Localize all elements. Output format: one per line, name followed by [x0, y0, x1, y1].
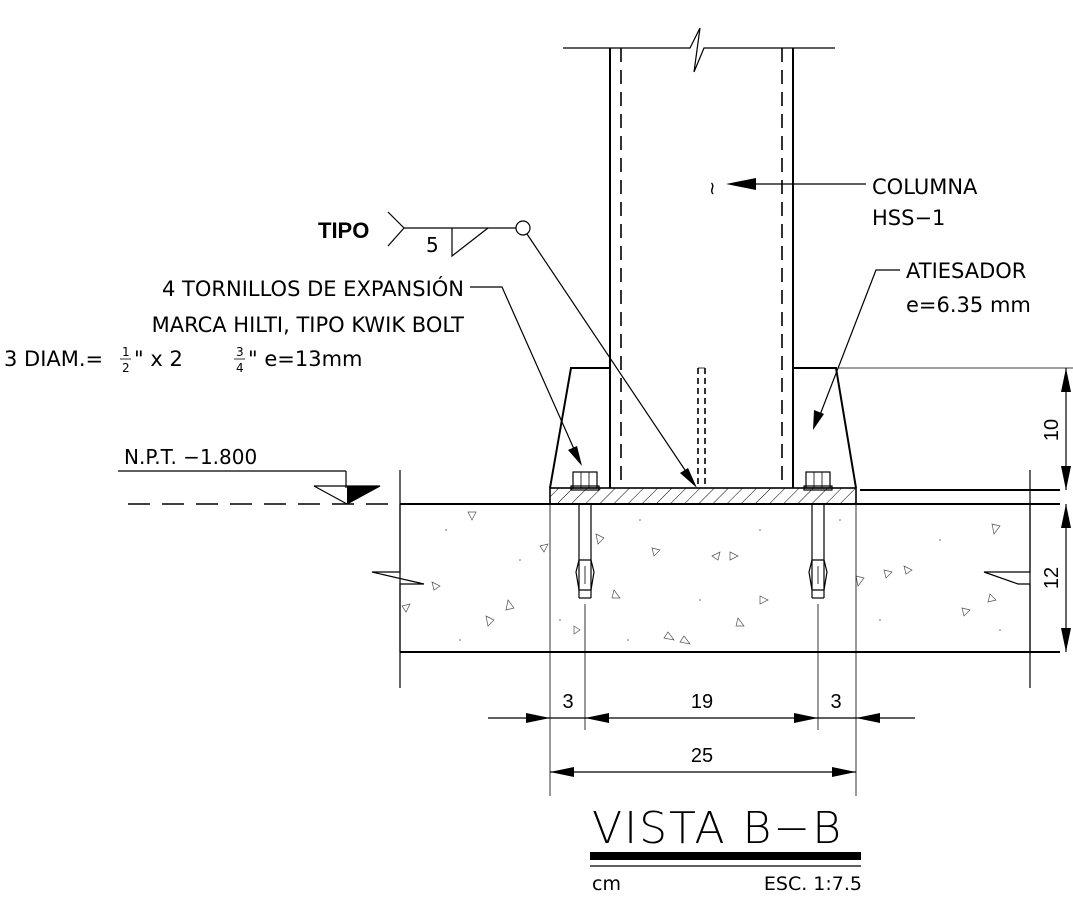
anchor-bolt-right [803, 471, 833, 599]
bolt-note-line2: MARCA HILTI, TIPO KWIK BOLT [152, 313, 465, 337]
level-label: N.P.T. −1.800 [124, 445, 257, 469]
bolt-fraction-den: 4 [236, 361, 244, 375]
column-callout: COLUMNA HSS−1 [726, 175, 978, 230]
title-block: VISTA B−B cm ESC. 1:7.5 [590, 803, 862, 895]
dim-label-plate-width: 25 [691, 745, 713, 767]
stiffener-callout: ATIESADOR e=6.35 mm [813, 259, 1031, 430]
column-label: COLUMNA [872, 175, 978, 199]
bolt-fraction-half-den: 2 [122, 361, 130, 375]
weld-size: 5 [426, 233, 439, 257]
bolt-note-mid: " x 2 [134, 347, 183, 371]
bolt-note-end: " e=13mm [248, 347, 363, 371]
stiffener-thickness: e=6.35 mm [906, 293, 1031, 317]
bolt-note-line1: 4 TORNILLOS DE EXPANSIÓN [162, 276, 464, 301]
dimension-chain: 3 19 3 [488, 504, 915, 796]
dim-label-stiffener-height: 10 [1041, 419, 1063, 441]
bolt-fraction-half-num: 1 [122, 345, 130, 359]
column-type: HSS−1 [872, 206, 945, 230]
break-line-left [371, 504, 425, 652]
stiffener-right [793, 367, 857, 489]
break-line-right [983, 504, 1031, 652]
concrete-slab [371, 470, 1060, 688]
column-hss: ~ [563, 27, 835, 488]
section-mark: ~ [702, 181, 723, 196]
dim-label-edge-left: 3 [562, 691, 573, 713]
weld-symbol: TIPO 5 [318, 211, 697, 488]
dim-label-bolt-spacing: 19 [691, 691, 713, 713]
bolt-note-line3-prefix: 3 DIAM.= [4, 347, 103, 371]
view-title: VISTA B−B [592, 803, 843, 854]
dimension-stiffener-height: 10 [838, 367, 1073, 490]
weld-all-around-icon [515, 220, 531, 236]
dim-label-edge-right: 3 [830, 691, 841, 713]
level-marker: N.P.T. −1.800 [118, 445, 395, 505]
stiffener-label: ATIESADOR [906, 259, 1026, 283]
anchor-bolt-left [570, 471, 600, 599]
weld-type-label: TIPO [318, 218, 369, 243]
scale-label: ESC. 1:7.5 [764, 873, 862, 895]
stiffener-left [549, 367, 610, 489]
dimension-plate-width: 25 [550, 745, 856, 777]
dim-label-slab-thickness: 12 [1041, 567, 1063, 589]
break-line-top [563, 27, 835, 73]
bolt-fraction-num: 3 [236, 345, 244, 359]
dimension-slab-thickness: 12 [1041, 504, 1071, 652]
units-label: cm [592, 873, 621, 895]
bolt-callout: 4 TORNILLOS DE EXPANSIÓN MARCA HILTI, TI… [4, 276, 582, 466]
